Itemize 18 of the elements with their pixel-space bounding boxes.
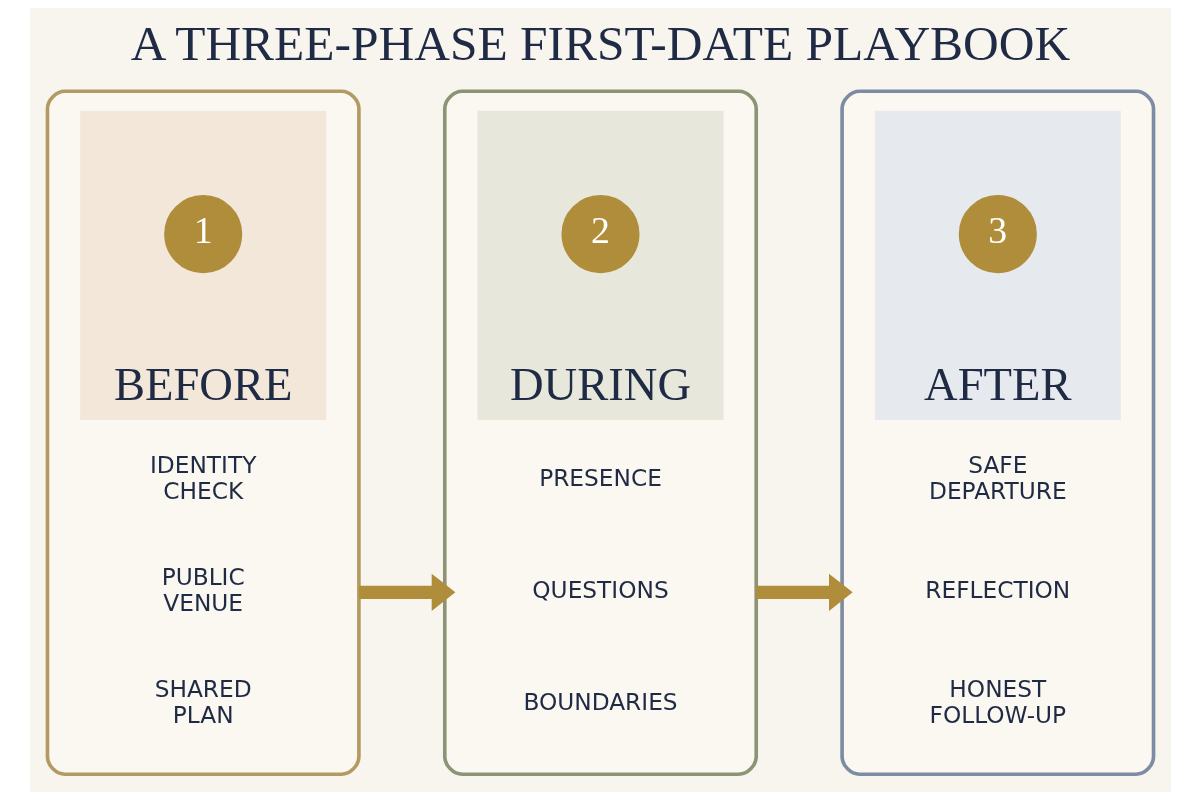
node-text: BOUNDARIES (522, 687, 678, 715)
node-text: IDENTITY CHECK (149, 450, 256, 504)
node-text: PUBLIC VENUE (161, 562, 245, 616)
arrow (358, 573, 455, 611)
node-text: SHARED PLAN (154, 674, 252, 729)
node-circle: 2 (560, 195, 640, 274)
diagram-title: A THREE-PHASE FIRST-DATE PLAYBOOK (130, 15, 1070, 71)
node-text: REFLECTION (924, 575, 1070, 603)
node-text: HONEST FOLLOW-UP (929, 674, 1066, 729)
node-circle: 3 (958, 195, 1037, 274)
node-circle: 1 (163, 195, 242, 274)
cluster (839, 89, 1155, 777)
cluster (45, 89, 361, 777)
node-text: QUESTIONS (531, 575, 669, 603)
arrow (755, 573, 853, 611)
cluster (442, 89, 758, 777)
node-text: SAFE DEPARTURE (928, 450, 1067, 504)
node-text: PRESENCE (538, 463, 662, 491)
